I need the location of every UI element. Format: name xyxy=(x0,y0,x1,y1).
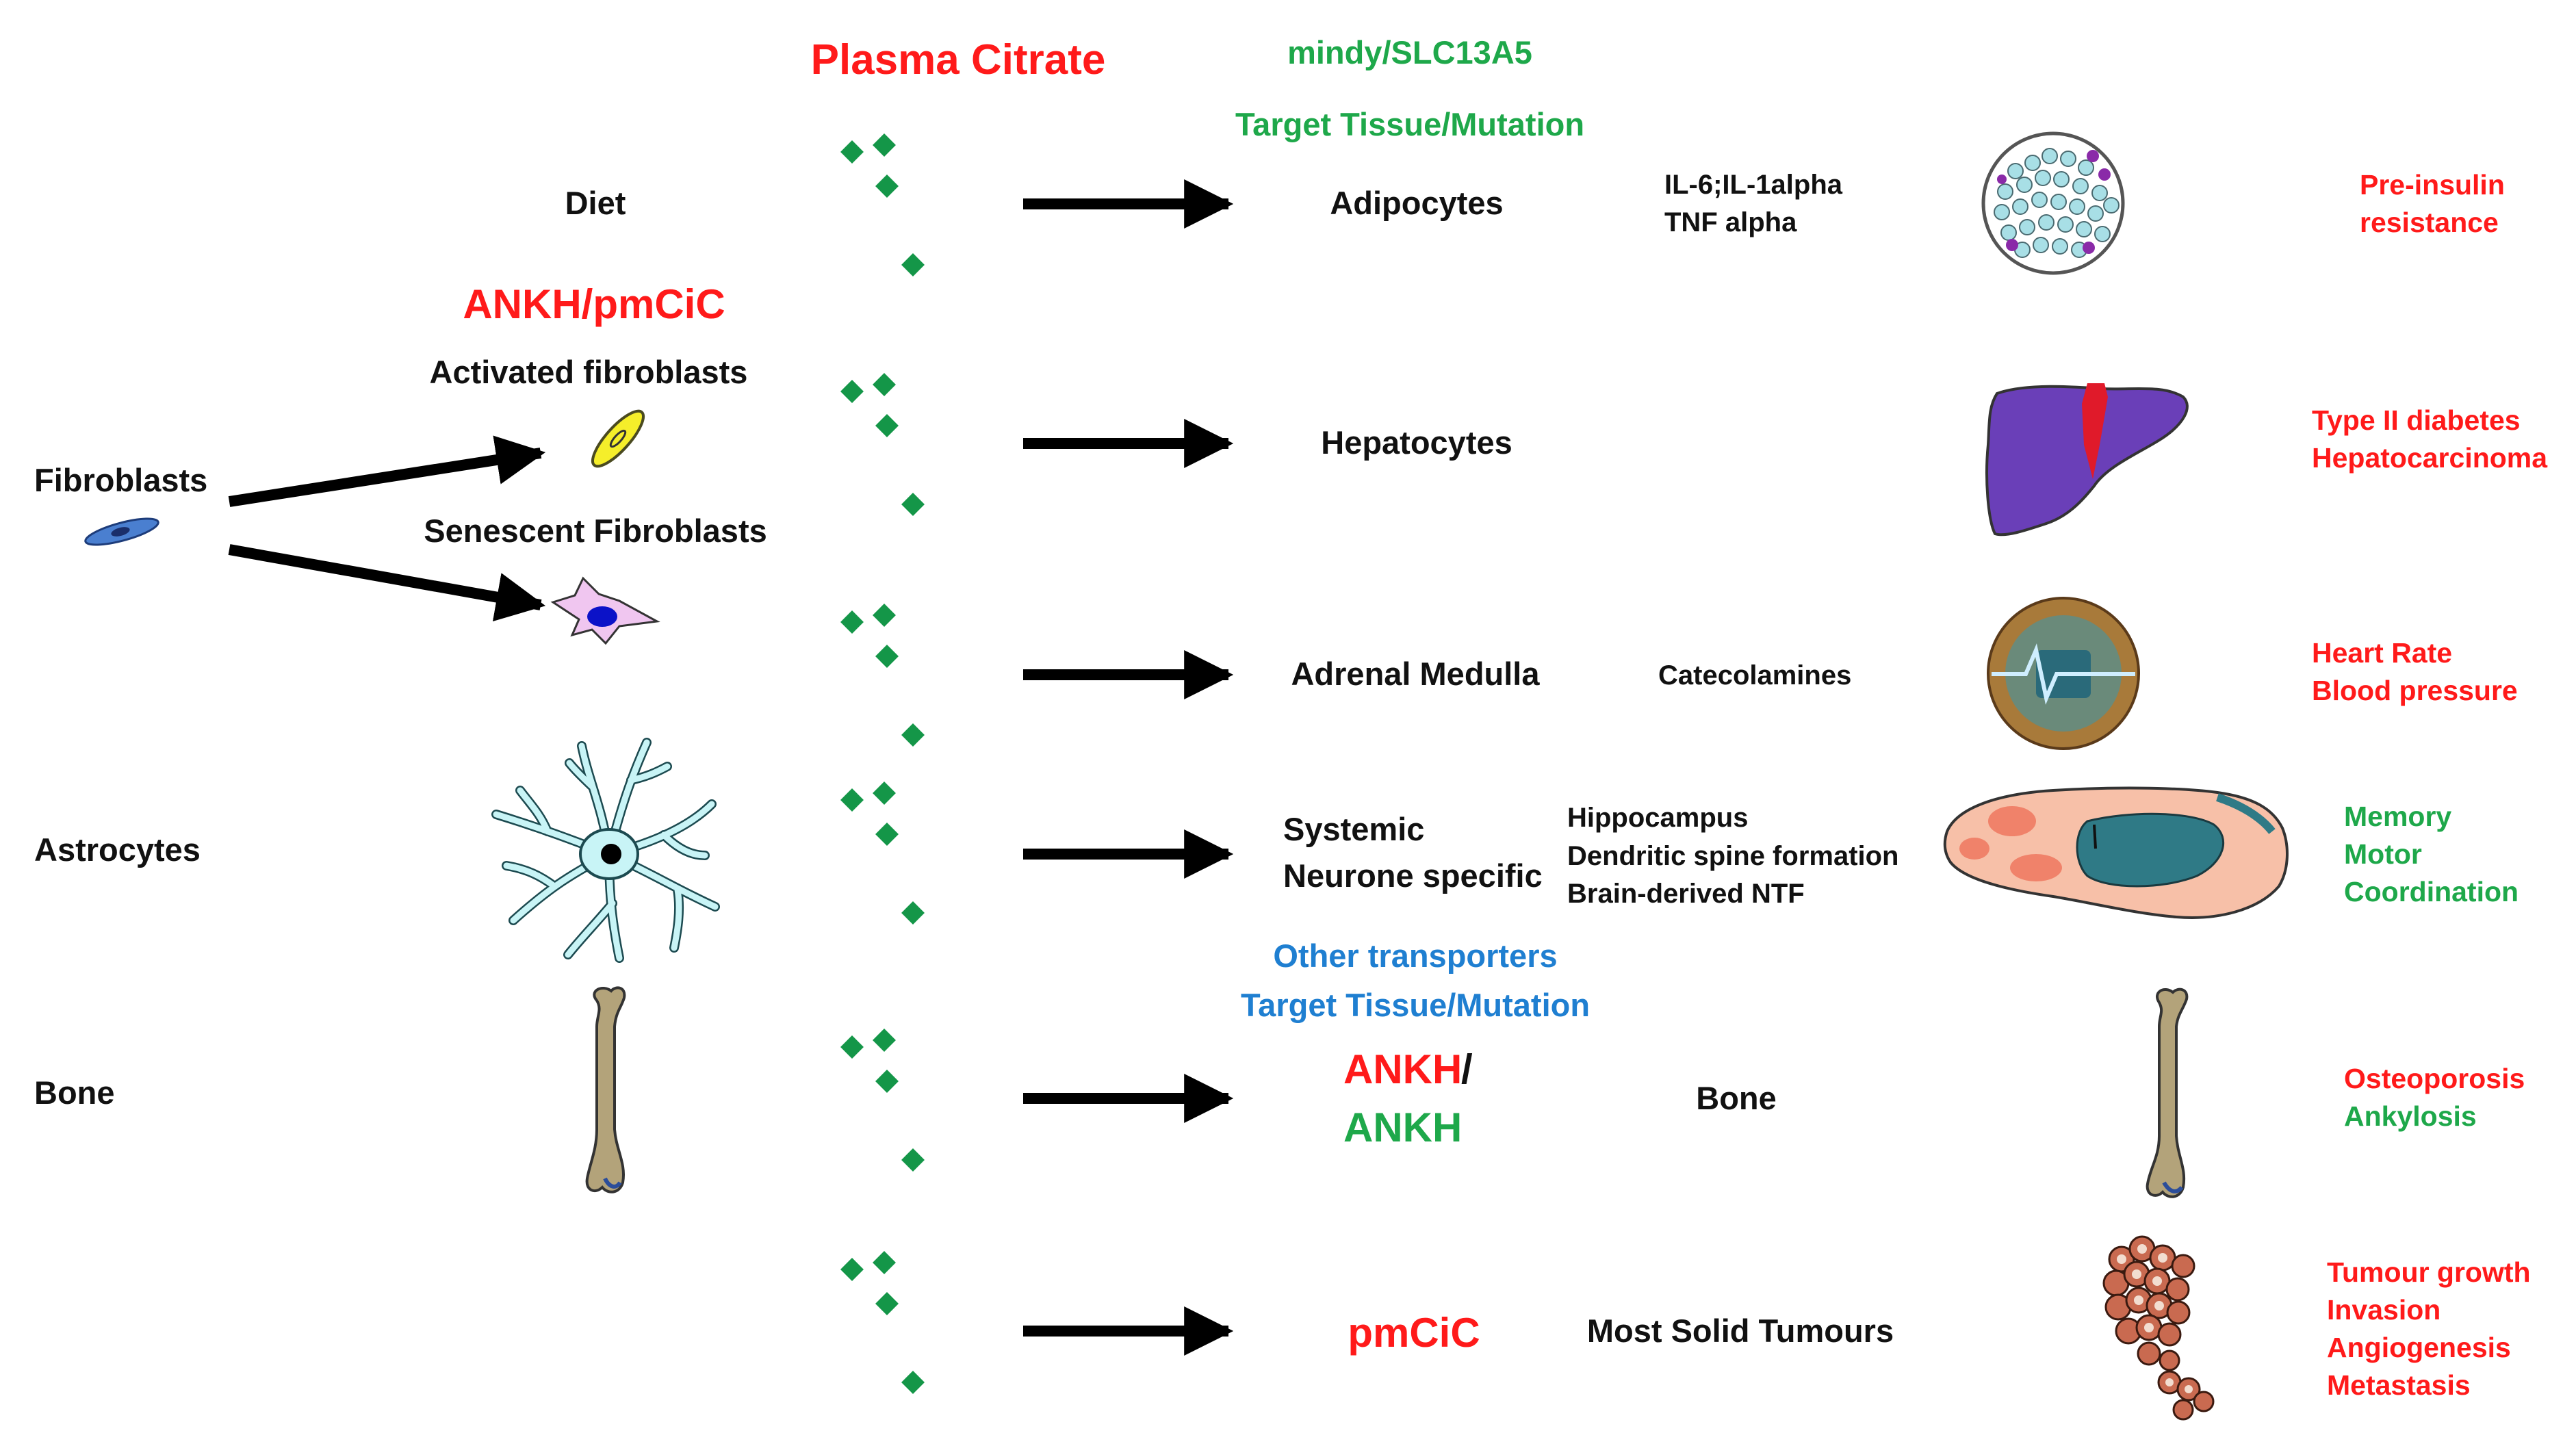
bone-source-label: Bone xyxy=(34,1074,115,1111)
target-systemic: Systemic xyxy=(1283,811,1424,847)
arrow-to-senescent xyxy=(228,544,546,622)
outcome-tumour-growth: Tumour growth xyxy=(2327,1256,2531,1288)
ankh-pmcic-label: ANKH/pmCiC xyxy=(463,281,725,327)
mediator-catecolamines: Catecolamines xyxy=(1658,660,1851,690)
diamond-cluster-4 xyxy=(840,782,925,925)
mediator-hippocampus: Hippocampus xyxy=(1567,803,1748,833)
other-transporters-label: Other transporters xyxy=(1273,938,1557,974)
bone-icon-left xyxy=(585,986,626,1193)
target-adipocytes: Adipocytes xyxy=(1330,185,1503,221)
outcome-osteoporosis: Osteoporosis xyxy=(2344,1063,2525,1094)
mediator-tnf: TNF alpha xyxy=(1664,207,1797,237)
outcome-ankylosis: Ankylosis xyxy=(2344,1100,2477,1132)
mediator-dendritic: Dendritic spine formation xyxy=(1567,841,1899,871)
outcome-invasion: Invasion xyxy=(2327,1294,2440,1326)
outcome-motor: Motor xyxy=(2344,838,2422,870)
target-pmcic: pmCiC xyxy=(1348,1310,1480,1356)
tumour-icon xyxy=(2102,1235,2215,1421)
activated-fibroblasts-label: Activated fibroblasts xyxy=(430,354,748,390)
outcome-angiogenesis: Angiogenesis xyxy=(2327,1332,2511,1363)
mediator-bdntf: Brain-derived NTF xyxy=(1567,879,1805,909)
outcome-memory: Memory xyxy=(2344,801,2451,832)
diet-label: Diet xyxy=(565,185,626,221)
activated-fibroblast-icon xyxy=(591,409,645,468)
target-ankh-red: ANKH xyxy=(1343,1046,1462,1092)
astrocytes-label: Astrocytes xyxy=(34,831,201,868)
outcome-coordination: Coordination xyxy=(2344,876,2519,907)
target-arrows xyxy=(1023,179,1234,1356)
liver-icon xyxy=(1985,383,2189,537)
outcomes: Pre-insulin resistance Type II diabetes … xyxy=(2312,169,2548,1401)
mediator-bone: Bone xyxy=(1696,1080,1777,1116)
outcome-resistance: resistance xyxy=(2360,207,2499,238)
fibroblasts-label: Fibroblasts xyxy=(34,462,207,498)
outcome-hepatocarcinoma: Hepatocarcinoma xyxy=(2312,442,2548,474)
transporter-label: mindy/SLC13A5 xyxy=(1287,34,1532,70)
senescent-fibroblast-icon xyxy=(550,576,660,645)
diamond-cluster-2 xyxy=(840,373,925,516)
bone-icon xyxy=(2146,987,2189,1198)
target-adrenal-medulla: Adrenal Medulla xyxy=(1291,656,1540,692)
fibroblast-cell-icon xyxy=(84,517,159,546)
outcome-heart-rate: Heart Rate xyxy=(2312,637,2452,669)
diamond-cluster-3 xyxy=(840,604,925,747)
diamond-cluster-5 xyxy=(840,1029,925,1172)
mediator-tumours: Most Solid Tumours xyxy=(1587,1313,1894,1349)
outcome-type2-diabetes: Type II diabetes xyxy=(2312,404,2521,436)
plasma-citrate-title: Plasma Citrate xyxy=(811,36,1106,83)
outcome-blood-pressure: Blood pressure xyxy=(2312,675,2518,706)
target-ankh-green: ANKH xyxy=(1343,1105,1462,1150)
astrocyte-icon xyxy=(491,738,720,963)
brain-icon xyxy=(1943,786,2289,919)
target-tissue-label: Target Tissue/Mutation xyxy=(1235,106,1584,142)
mediator-il6: IL-6;IL-1alpha xyxy=(1664,170,1843,200)
arrow-to-activated xyxy=(228,435,546,507)
target-hepatocytes: Hepatocytes xyxy=(1321,424,1512,461)
heart-monitor-icon xyxy=(1987,597,2140,750)
diamond-cluster-1 xyxy=(840,133,925,276)
outcome-metastasis: Metastasis xyxy=(2327,1369,2471,1401)
target-tissue-label-2: Target Tissue/Mutation xyxy=(1241,987,1590,1023)
outcome-pre-insulin: Pre-insulin xyxy=(2360,169,2505,201)
diamond-cluster-6 xyxy=(840,1251,925,1394)
senescent-fibroblasts-label: Senescent Fibroblasts xyxy=(424,513,767,549)
adipose-tissue-icon xyxy=(1981,131,2125,275)
citrate-diamonds xyxy=(840,133,925,1394)
target-neurone-specific: Neurone specific xyxy=(1283,857,1543,894)
target-ankh-slash: / xyxy=(1461,1046,1473,1092)
